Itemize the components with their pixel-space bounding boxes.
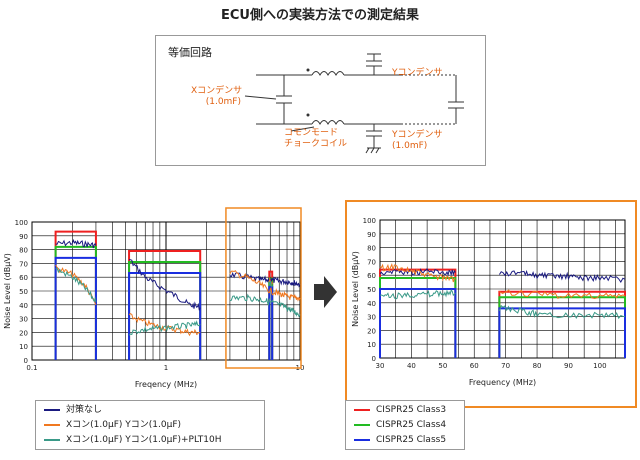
legend-swatch (354, 409, 370, 411)
limit-band (379, 268, 457, 358)
series-line (379, 262, 456, 283)
y-tick-label: 80 (19, 247, 28, 255)
y-tick-label: 50 (367, 286, 376, 294)
y-tick-label: 10 (19, 343, 28, 351)
measurement-legend: 対策なし Xコン(1.0μF) Yコン(1.0μF) Xコン(1.0μF) Yコ… (35, 400, 265, 450)
y-tick-label: 40 (19, 302, 28, 310)
x-tick-label: 50 (438, 362, 447, 370)
y-capacitor-bottom-label: Yコンデンサ (1.0mF) (392, 130, 443, 151)
equivalent-circuit-panel: 等価回路 (155, 35, 486, 166)
x-tick-label: 70 (501, 362, 510, 370)
x-tick-label: 60 (470, 362, 479, 370)
series-line (129, 259, 201, 311)
y-tick-label: 40 (367, 300, 376, 308)
x-tick-label: 90 (564, 362, 573, 370)
limit-band (128, 272, 202, 360)
y-tick-label: 80 (367, 245, 376, 253)
legend-swatch (44, 409, 60, 411)
zoom-highlight-box (225, 207, 302, 369)
limit-band (498, 296, 626, 358)
y-tick-label: 30 (367, 314, 376, 322)
y-tick-label: 60 (19, 274, 28, 282)
y-tick-label: 70 (367, 258, 376, 266)
series-line (55, 264, 97, 306)
x-tick-label: 80 (533, 362, 542, 370)
series-line (229, 270, 301, 302)
right-arrow-icon (314, 276, 337, 308)
y-tick-label: 30 (19, 316, 28, 324)
y-tick-label: 20 (19, 329, 28, 337)
y-tick-label: 10 (367, 341, 376, 349)
x-capacitor-label: Xコンデンサ (1.0mF) (191, 86, 243, 107)
x-tick-label: 100 (593, 362, 606, 370)
series-line (229, 271, 301, 288)
legend-swatch (44, 424, 60, 426)
series-line (128, 320, 201, 336)
limit-band (498, 307, 626, 358)
series-line (498, 269, 626, 283)
y-tick-label: 90 (367, 231, 376, 239)
x-tick-label: 0.1 (26, 364, 37, 372)
series-line (229, 293, 301, 318)
y-tick-label: 0 (372, 355, 376, 363)
series-line (268, 280, 273, 288)
zoom-chart-frame (345, 200, 637, 408)
limit-band (268, 285, 274, 360)
legend-swatch (354, 439, 370, 441)
y-tick-label: 100 (15, 219, 28, 227)
series-line (55, 238, 97, 249)
circuit-diagram (244, 53, 464, 154)
common-mode-coil-label: コモンモード チョークコイル (284, 128, 348, 149)
series-line (55, 267, 97, 303)
x-tick-label: 1 (164, 364, 168, 372)
limit-band (128, 261, 202, 360)
circuit-title: 等価回路 (168, 46, 212, 59)
x-tick-label: 30 (376, 362, 385, 370)
legend-swatch (44, 439, 60, 441)
series-line (379, 267, 456, 277)
series-line (379, 289, 456, 300)
series-line (498, 304, 626, 320)
limit-band (54, 230, 97, 360)
y-tick-label: 20 (367, 327, 376, 335)
page-title: ECU側への実装方法での測定結果 (221, 8, 419, 23)
y-tick-label: 90 (19, 233, 28, 241)
y-tick-label: 0 (24, 357, 28, 365)
y-tick-label: 70 (19, 260, 28, 268)
limit-band (498, 290, 626, 358)
limit-band (54, 245, 97, 360)
y-capacitor-top-label: Yコンデンサ (392, 68, 443, 78)
noise-chart-linear: 0 10 20 30 40 50 60 70 80 90 100 30 40 50 60 70 80 90 100F… (351, 217, 626, 387)
legend-swatch (354, 424, 370, 426)
plot-frame (31, 221, 301, 361)
x-axis-label: Freqency (MHz) (135, 380, 197, 389)
limit-legend: CISPR25 Class3 CISPR25 Class4 CISPR25 Cl… (345, 400, 465, 450)
x-tick-label: 40 (407, 362, 416, 370)
limit-band (128, 249, 202, 360)
series-line (499, 289, 626, 300)
y-axis-label: Noise Level (dBμV) (3, 253, 12, 329)
y-tick-label: 60 (367, 272, 376, 280)
y-axis-label: Noise Level (dBμV) (351, 251, 360, 327)
x-axis-label: Frequency (MHz) (469, 378, 536, 387)
limit-band (379, 288, 457, 358)
y-tick-label: 50 (19, 288, 28, 296)
y-tick-label: 100 (363, 217, 376, 225)
limit-band (54, 256, 97, 360)
